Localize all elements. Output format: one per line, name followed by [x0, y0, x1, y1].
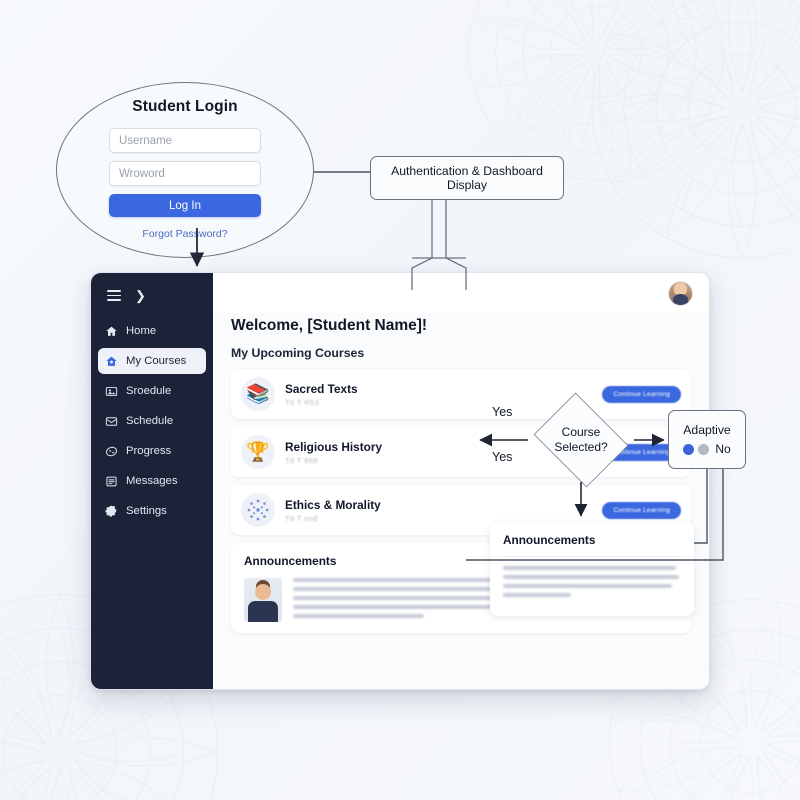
text-line — [503, 566, 676, 570]
authentication-dashboard-node: Authentication & Dashboard Display — [370, 156, 564, 200]
course-title: Ethics & Morality — [285, 497, 381, 512]
adaptive-node: Adaptive No — [668, 410, 746, 469]
sidebar-item-label: Progress — [126, 445, 172, 457]
chevron-right-icon[interactable]: ❯ — [135, 288, 146, 303]
adaptive-no-label: No — [715, 442, 731, 456]
sidebar-item-messages[interactable]: Messages — [98, 468, 206, 494]
announcements-panel-body — [503, 566, 681, 597]
course-subtitle: Tö T nsd — [285, 513, 318, 523]
announcements-panel-title: Announcements — [503, 533, 596, 547]
username-input[interactable]: Username — [109, 128, 261, 153]
sidebar-item-label: Home — [126, 325, 157, 337]
course-subtitle: Tö T 868 — [285, 455, 318, 465]
trophy-book-icon: 🏆 — [241, 435, 275, 469]
sidebar-item-home[interactable]: Home — [98, 318, 206, 344]
student-photo — [244, 578, 282, 622]
toggle-dot-off[interactable] — [698, 443, 710, 455]
envelope-icon — [105, 416, 118, 426]
student-login-node: Student Login Username Wroword Log In Fo… — [56, 82, 314, 258]
dashboard-topbar — [213, 273, 709, 313]
text-line — [293, 605, 667, 609]
hamburger-icon[interactable] — [107, 290, 121, 301]
home-icon — [106, 326, 117, 336]
sidebar-item-label: Settings — [126, 505, 167, 517]
text-line — [503, 593, 571, 597]
text-line — [293, 578, 663, 582]
dashboard-main: Welcome, [Student Name]! My Upcoming Cou… — [213, 273, 709, 689]
announcements-body-text — [293, 578, 678, 623]
section-title-upcoming-courses: My Upcoming Courses — [231, 346, 365, 360]
decision-label-line2: Selected? — [554, 440, 608, 454]
page-title: Welcome, [Student Name]! — [231, 317, 428, 334]
progress-chart-icon — [105, 446, 118, 456]
toggle-dot-on[interactable] — [683, 443, 695, 455]
edge-label-yes-bottom: Yes — [492, 450, 513, 464]
sidebar-item-label: My Courses — [126, 355, 187, 367]
message-list-icon — [106, 476, 117, 486]
graduation-book-icon: 📚 — [241, 377, 275, 411]
user-avatar-icon[interactable] — [668, 280, 693, 306]
sidebar-item-progress[interactable]: Progress — [98, 438, 206, 464]
card-image-icon — [105, 386, 118, 396]
password-placeholder: Wroword — [119, 167, 165, 180]
network-sphere-icon — [241, 493, 275, 527]
edge-label-yes-top: Yes — [492, 405, 513, 419]
login-button[interactable]: Log In — [109, 194, 261, 217]
sidebar-item-label: Schedule — [126, 415, 174, 427]
sidebar-item-settings[interactable]: Settings — [98, 498, 206, 524]
adaptive-toggle[interactable]: No — [683, 442, 731, 456]
course-card[interactable]: 📚 Sacred Texts Tö T R53 Continue Learnin… — [231, 369, 691, 419]
decision-label: Course Selected? — [528, 398, 634, 482]
login-title: Student Login — [132, 98, 238, 115]
sidebar-header: ❯ — [91, 283, 213, 316]
decision-label-line1: Course — [561, 425, 601, 439]
announcements-title: Announcements — [244, 554, 337, 568]
divider — [503, 556, 681, 557]
text-line — [293, 587, 675, 591]
username-placeholder: Username — [119, 134, 173, 147]
continue-learning-button[interactable]: Continue Learning — [602, 385, 681, 403]
dashboard-sidebar: ❯ Home My Courses — [91, 273, 213, 689]
course-title: Religious History — [285, 439, 383, 454]
text-line — [503, 575, 680, 579]
sidebar-item-label: Messages — [126, 475, 178, 487]
password-input[interactable]: Wroword — [109, 161, 261, 186]
continue-learning-button[interactable]: Continue Learning — [602, 501, 681, 519]
course-selected-decision-node: Course Selected? — [528, 392, 634, 488]
dashboard-content: Welcome, [Student Name]! My Upcoming Cou… — [213, 313, 709, 689]
sidebar-item-my-courses[interactable]: My Courses — [98, 348, 206, 374]
text-line — [503, 584, 673, 588]
text-line — [293, 614, 424, 618]
course-subtitle: Tö T R53 — [285, 397, 320, 407]
sidebar-item-sroedule[interactable]: Sroedule — [98, 378, 206, 404]
course-title: Sacred Texts — [285, 381, 358, 396]
sidebar-item-schedule[interactable]: Schedule — [98, 408, 206, 434]
forgot-password-link[interactable]: Forgot Password? — [142, 228, 228, 240]
sidebar-item-label: Sroedule — [126, 385, 172, 397]
text-line — [293, 596, 648, 600]
announcements-panel: Announcements — [490, 522, 694, 616]
home-icon — [106, 356, 117, 366]
adaptive-title: Adaptive — [683, 423, 731, 437]
gear-icon — [105, 505, 117, 517]
